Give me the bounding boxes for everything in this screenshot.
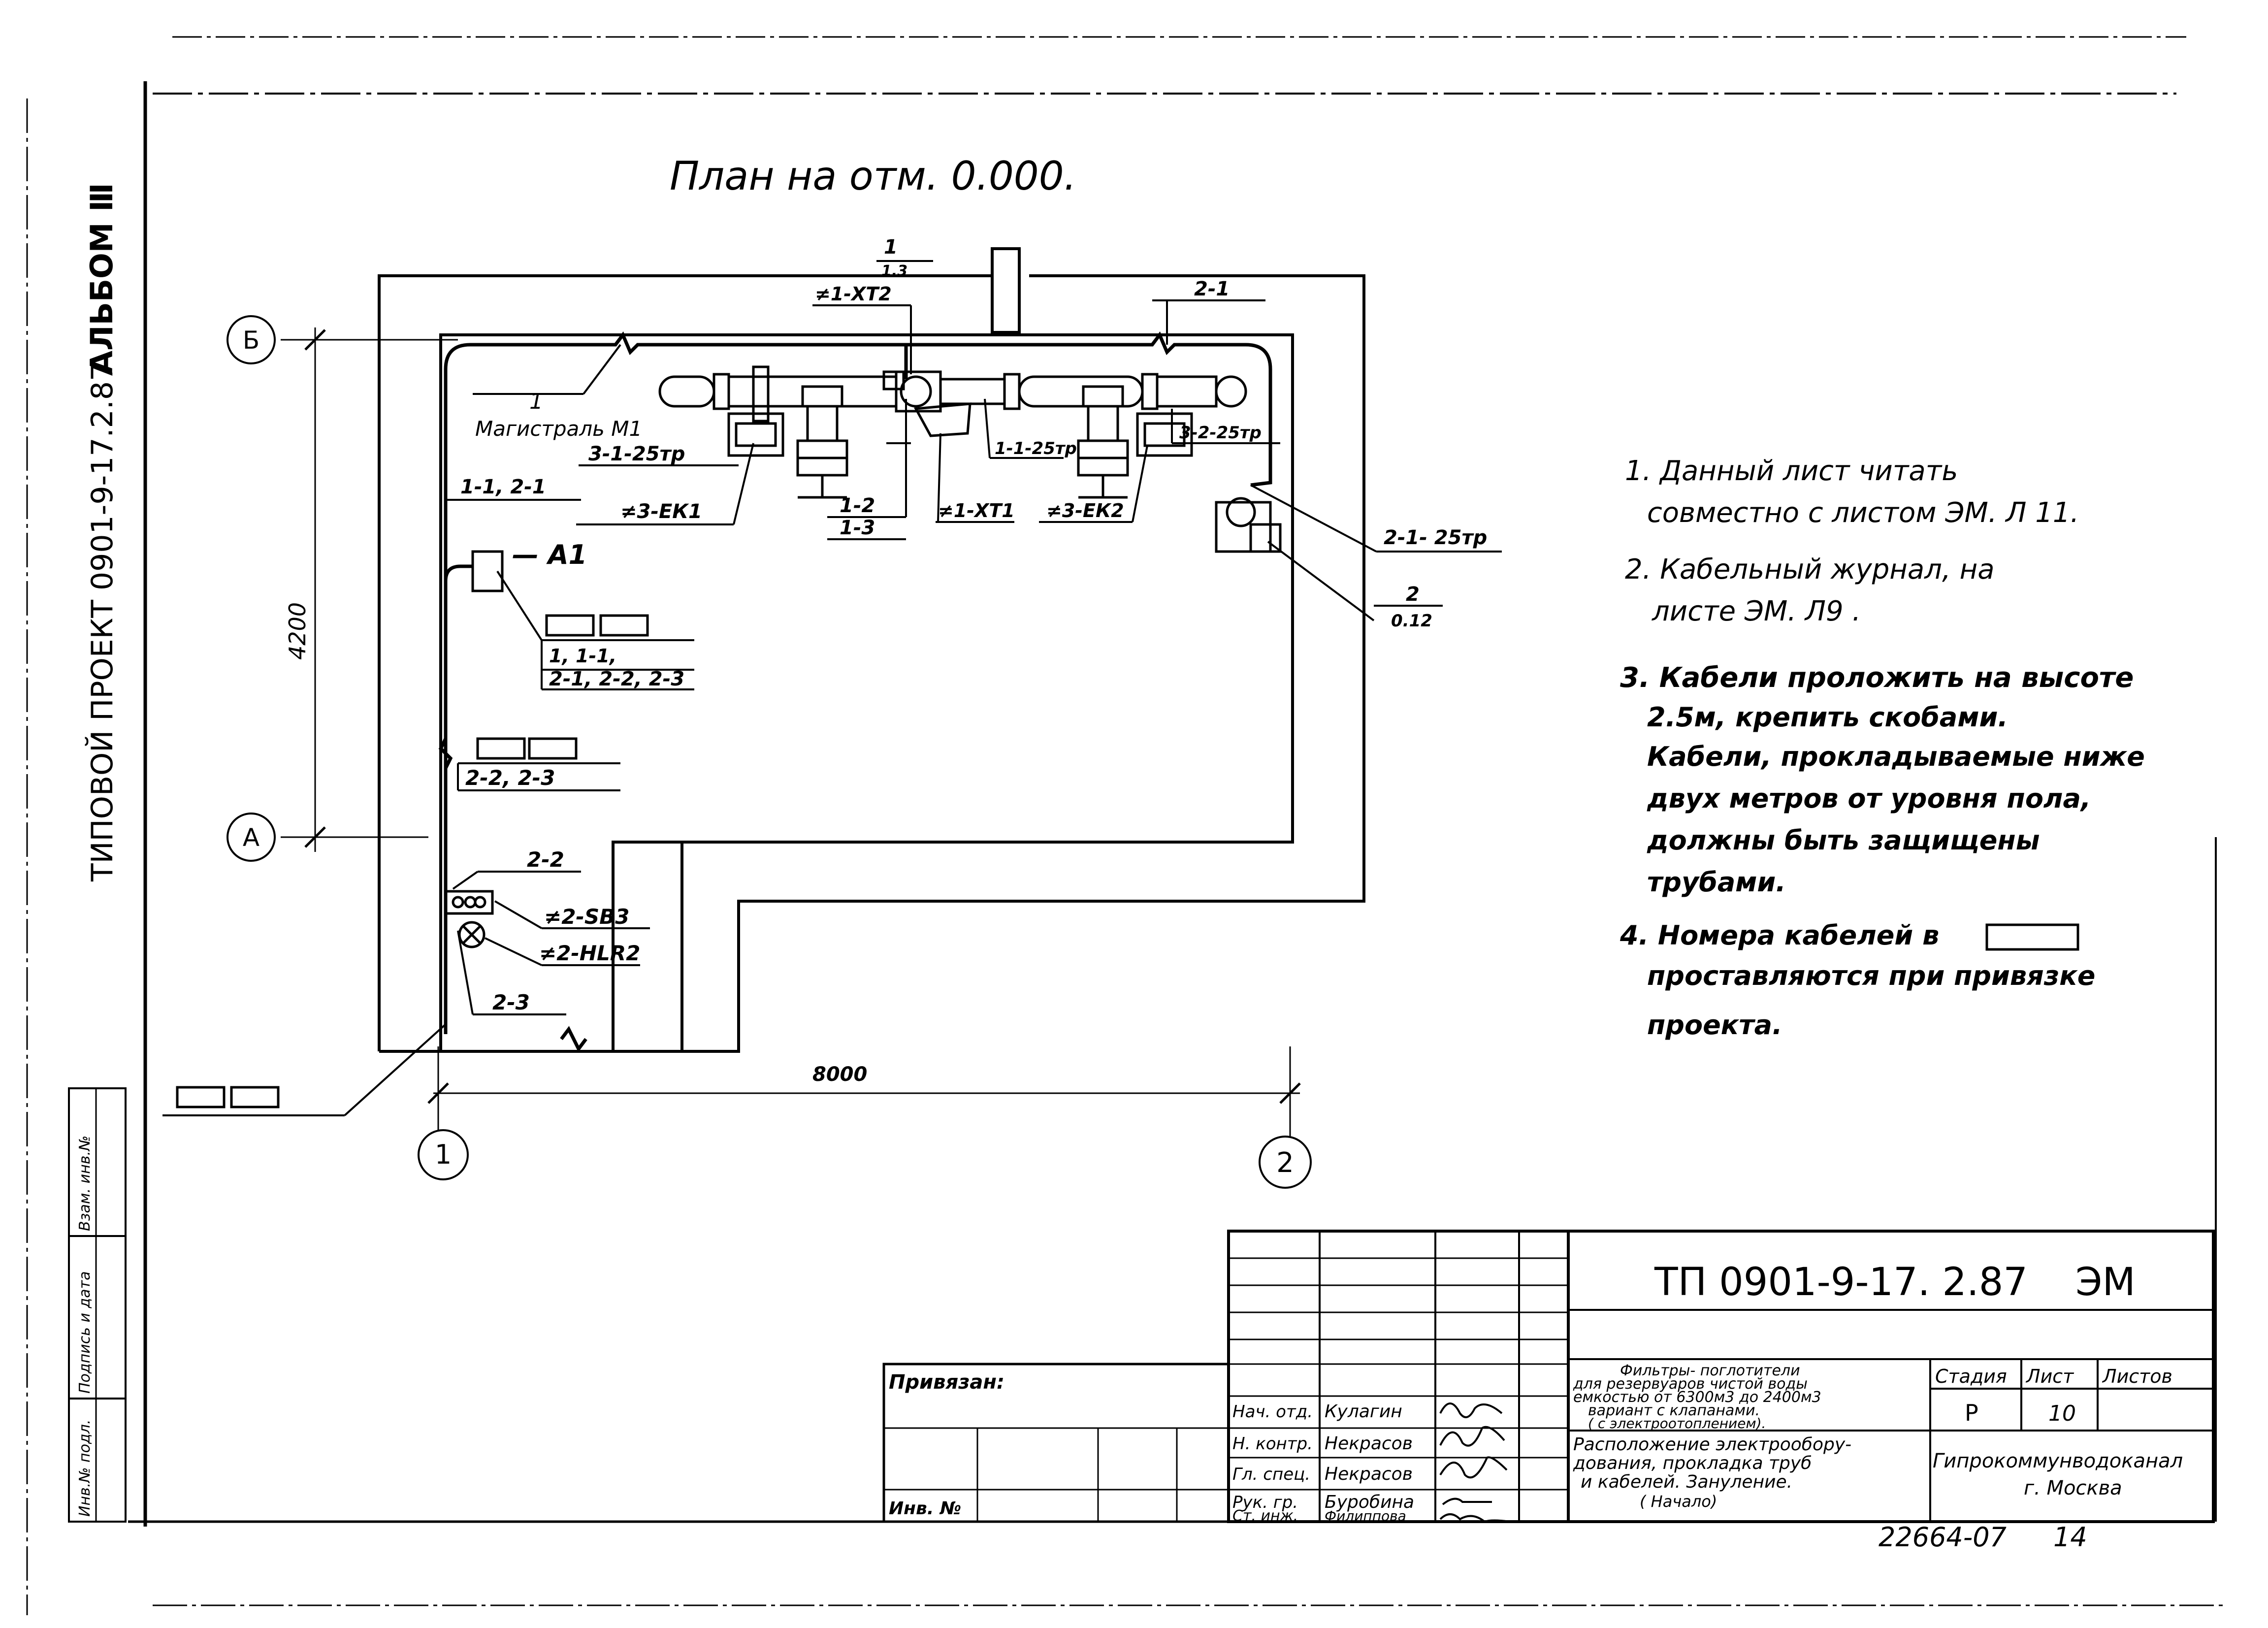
name-5: Филиппова	[1325, 1508, 1406, 1524]
privyazan-label: Привязан:	[889, 1371, 1004, 1394]
label-2-3: 2-3	[492, 990, 530, 1014]
label-2-2-2-3: 2-2, 2-3	[465, 766, 555, 790]
note-line-12: проставляются при привязке	[1647, 960, 2095, 991]
label-1-2: 1-2	[840, 494, 875, 517]
note-line-6: 2.5м, крепить скобами.	[1647, 702, 2008, 733]
note-line-3: 2. Кабельный журнал, на	[1625, 554, 1995, 586]
label-r2-num: 2	[1406, 583, 1420, 606]
label-3-1-25: 3-1-25тр	[588, 443, 685, 465]
name-2: Некрасов	[1325, 1433, 1413, 1454]
stamp-col-inv: Инв.№ подл.	[76, 1420, 94, 1517]
sheet-header: Лист	[2025, 1366, 2074, 1387]
sheet-value: 10	[2048, 1401, 2076, 1426]
project-label: ТИПОВОЙ ПРОЕКТ 0901-9-17.2.87	[84, 362, 120, 882]
note-line-7: Кабели, прокладываемые ниже	[1647, 741, 2145, 772]
role-1: Нач. отд.	[1232, 1402, 1313, 1422]
desc2-line-2: дования, прокладка труб	[1573, 1453, 1812, 1473]
label-mag-num: 1	[529, 389, 543, 414]
dimension-lines	[281, 327, 1301, 1138]
desc1-line-3: емкостью от 6300м3 до 2400м3	[1573, 1389, 1821, 1406]
equipment	[176, 412, 2079, 1108]
title-block-text: ТП 0901-9-17. 2.87 ЭМ Привязан: Инв. № Н…	[889, 1260, 2183, 1553]
cable-route	[438, 331, 1272, 1052]
note-line-9: должны быть защищены	[1647, 825, 2040, 856]
label-r2-den: 0.12	[1391, 611, 1432, 631]
label-hlr2: ≠2-НLR2	[539, 941, 640, 965]
desc2-line-3: и кабелей. Зануление.	[1581, 1472, 1792, 1492]
role-3: Гл. спец.	[1232, 1465, 1310, 1484]
desc1-line-1: Фильтры- поглотители	[1620, 1362, 1800, 1379]
pipes	[658, 365, 1247, 499]
plan-title: План на отм. 0.000.	[670, 153, 1076, 199]
label-ek2: ≠3-ЕК2	[1046, 500, 1124, 521]
label-xt2: ≠1-ХТ2	[815, 283, 892, 305]
stage-value: Р	[1965, 1400, 1978, 1426]
axis-1: 1	[435, 1139, 452, 1170]
axis-2: 2	[1276, 1147, 1294, 1179]
sheets-header: Листов	[2102, 1366, 2172, 1387]
axis-a: А	[243, 823, 259, 852]
label-ek1: ≠3-ЕК1	[620, 500, 702, 523]
label-2-2: 2-2	[527, 847, 564, 872]
signatures	[1439, 1402, 1510, 1523]
stamp-col-sign: Подпись и дата	[76, 1271, 94, 1394]
drawing-number: 22664-07	[1879, 1522, 2007, 1553]
desc1-line-5: ( с электроотоплением).	[1588, 1415, 1766, 1432]
desc2-line-4: ( Начало)	[1640, 1492, 1717, 1511]
axis-b: Б	[243, 326, 259, 355]
building-walls	[378, 247, 1365, 1053]
org-name: Гипрокоммунводоканал	[1933, 1450, 2183, 1472]
note-line-10: трубами.	[1647, 867, 1786, 898]
desc1-line-2: для резервуаров чистой воды	[1573, 1375, 1808, 1393]
section-mark: ЭМ	[2075, 1260, 2136, 1304]
note-line-1: 1. Данный лист читать	[1625, 455, 1958, 487]
name-4: Буробина	[1325, 1492, 1414, 1512]
note-line-5: 3. Кабели проложить на высоте	[1620, 662, 2134, 694]
role-4: Рук. гр.	[1232, 1493, 1298, 1512]
label-1-1-25: 1-1-25тр	[995, 439, 1077, 458]
note-line-13: проекта.	[1647, 1009, 1782, 1041]
label-top-den: 1.3	[881, 262, 907, 280]
note-line-4: листе ЭМ. Л9 .	[1652, 595, 1861, 627]
label-group1: 1, 1-1,	[549, 645, 616, 667]
label-2-1-top: 2-1	[1194, 278, 1230, 300]
label-magistral: Магистраль М1	[475, 417, 642, 441]
plan-labels: 1 Магистраль М1 3-1-25тр 1-1, 2-1 ≠3-ЕК1…	[460, 236, 1487, 1014]
axis-markers	[227, 315, 1312, 1189]
label-1-1-2-1: 1-1, 2-1	[460, 476, 546, 498]
name-1: Кулагин	[1325, 1401, 1402, 1422]
label-a1: — А1	[512, 539, 587, 570]
side-stamp: АЛЬБОМ Ⅲ ТИПОВОЙ ПРОЕКТ 0901-9-17.2.87 И…	[68, 183, 127, 1523]
note-line-2: совместно с листом ЭМ. Л 11.	[1647, 497, 2079, 529]
stamp-col-replace: Взам. инв.№	[76, 1136, 94, 1231]
label-sb3: ≠2-SВ3	[544, 905, 629, 929]
label-1-3: 1-3	[840, 517, 875, 539]
leader-lines	[162, 260, 1502, 1116]
stage-header: Стадия	[1935, 1366, 2007, 1387]
org-city: г. Москва	[2024, 1477, 2122, 1499]
label-top-num: 1	[884, 236, 898, 259]
dim-width: 8000	[812, 1063, 867, 1086]
notes: 1. Данный лист читать совместно с листом…	[1620, 455, 2145, 1041]
note-line-8: двух метров от уровня пола,	[1647, 783, 2091, 814]
label-group2: 2-1, 2-2, 2-3	[549, 668, 684, 690]
dim-height: 4200	[284, 602, 311, 660]
inv-label: Инв. №	[889, 1498, 961, 1519]
label-3-2-25: 3-2-25тр	[1179, 423, 1262, 443]
role-2: Н. контр.	[1232, 1434, 1313, 1454]
note-line-11: 4. Номера кабелей в	[1620, 920, 1939, 951]
project-code: ТП 0901-9-17. 2.87	[1654, 1260, 2028, 1304]
album-label: АЛЬБОМ Ⅲ	[84, 183, 120, 374]
label-xt1: ≠1-ХТ1	[938, 500, 1015, 521]
desc1-line-4: вариант с клапанами.	[1588, 1402, 1760, 1419]
role-5: Ст. инж.	[1232, 1507, 1298, 1525]
desc2-line-1: Расположение электрообору-	[1573, 1434, 1851, 1455]
drawing-page: 14	[2053, 1522, 2087, 1553]
title-block	[882, 1230, 2215, 1523]
name-3: Некрасов	[1325, 1464, 1413, 1484]
label-2-1-25: 2-1- 25тр	[1384, 526, 1487, 549]
